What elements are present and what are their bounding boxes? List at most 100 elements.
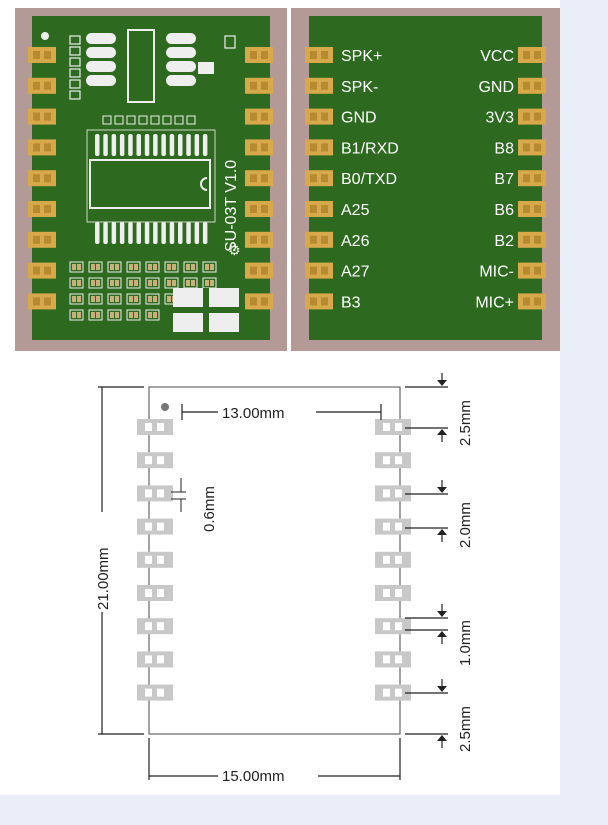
pad-right-6 bbox=[245, 201, 273, 217]
ic-notch bbox=[200, 177, 208, 191]
pad-right-2 bbox=[245, 77, 273, 94]
pad-right-4 bbox=[245, 139, 273, 156]
pad-right-3 bbox=[518, 108, 546, 125]
pad-right-2 bbox=[518, 77, 546, 94]
pad-right-6 bbox=[518, 201, 546, 217]
pin-label-right-7: B2 bbox=[494, 233, 514, 250]
pad-left-4 bbox=[305, 139, 333, 156]
pin-label-left-1: SPK+ bbox=[341, 48, 382, 65]
pad-right-8 bbox=[518, 262, 546, 279]
pad-left-9 bbox=[28, 293, 56, 310]
resistor-pill bbox=[86, 75, 116, 86]
pad-right-1 bbox=[518, 47, 546, 63]
outline-pad-right-8 bbox=[375, 651, 411, 668]
pin-label-right-6: B6 bbox=[494, 202, 514, 219]
outline-pad-right-3 bbox=[375, 485, 411, 502]
pin-label-right-8: MIC- bbox=[479, 264, 514, 281]
pin-label-right-9: MIC+ bbox=[475, 294, 514, 311]
outline-pin1-dot bbox=[161, 403, 169, 411]
pin-label-left-5: B0/TXD bbox=[341, 171, 397, 188]
pad-right-3 bbox=[245, 108, 273, 125]
outline-pad-right-1 bbox=[375, 419, 411, 435]
outline-pad-left-4 bbox=[137, 518, 173, 535]
pad-left-5 bbox=[28, 170, 56, 187]
pad-left-8 bbox=[305, 262, 333, 279]
pad-left-7 bbox=[28, 231, 56, 248]
pad-right-9 bbox=[245, 293, 273, 310]
outline-pad-left-1 bbox=[137, 419, 173, 435]
resistor-pill bbox=[166, 33, 196, 44]
ic-body bbox=[89, 159, 211, 209]
pad-left-1 bbox=[305, 47, 333, 63]
pad-left-7 bbox=[305, 231, 333, 248]
pin-label-left-4: B1/RXD bbox=[341, 140, 399, 157]
outline-pad-left-9 bbox=[137, 684, 173, 701]
pin-label-right-5: B7 bbox=[494, 171, 514, 188]
resistor-pill bbox=[166, 75, 196, 86]
pad-left-9 bbox=[305, 293, 333, 310]
pitch-width-label: 13.00mm bbox=[222, 405, 285, 422]
pad-left-2 bbox=[28, 77, 56, 94]
bottom-right-pads bbox=[518, 47, 546, 310]
pad-right-7 bbox=[245, 231, 273, 248]
resistor-pill bbox=[86, 33, 116, 44]
pin-label-right-4: B8 bbox=[494, 140, 514, 157]
pin-label-right-1: VCC bbox=[480, 48, 514, 65]
pad-right-5 bbox=[245, 170, 273, 187]
pcb-top-view: SU-03T V1.0 ⚙ bbox=[15, 8, 287, 351]
bottom-left-pads bbox=[305, 47, 333, 310]
ic-pins bbox=[95, 115, 208, 244]
pad-left-4 bbox=[28, 139, 56, 156]
outline-pad-left-6 bbox=[137, 585, 173, 601]
logo-icon: ⚙ bbox=[228, 243, 241, 259]
pad-gap-label: 0.6mm bbox=[201, 486, 218, 532]
top-margin-label: 2.5mm bbox=[457, 400, 474, 446]
pad-right-9 bbox=[518, 293, 546, 310]
outline-pad-left-2 bbox=[137, 452, 173, 469]
crystal-outline bbox=[127, 29, 155, 103]
outline-pad-right-6 bbox=[375, 585, 411, 601]
mic-pad-split-h bbox=[173, 307, 239, 313]
pad-left-6 bbox=[28, 201, 56, 217]
dimension-drawing: 13.00mm 21.00mm 15.00mm 0.6mm 2.5mm 2.0m… bbox=[92, 373, 474, 785]
top-right-pads bbox=[245, 47, 273, 310]
outline-left-pads bbox=[137, 419, 173, 701]
pin-label-right-2: GND bbox=[478, 79, 514, 96]
pitch-label: 2.0mm bbox=[457, 502, 474, 548]
pin-label-left-2: SPK- bbox=[341, 79, 378, 96]
pad-left-8 bbox=[28, 262, 56, 279]
ic-silk-box bbox=[86, 129, 216, 223]
resistor-pill bbox=[166, 61, 196, 72]
pad-left-5 bbox=[305, 170, 333, 187]
resistor-pill bbox=[86, 61, 116, 72]
height-label: 21.00mm bbox=[95, 547, 112, 610]
right-dimension-arrows bbox=[405, 373, 448, 748]
outline-pad-left-8 bbox=[137, 651, 173, 668]
pad-right-5 bbox=[518, 170, 546, 187]
outline-pad-left-5 bbox=[137, 551, 173, 568]
main-ic bbox=[86, 115, 216, 244]
pin-label-left-7: A26 bbox=[341, 233, 370, 250]
pad-left-2 bbox=[305, 77, 333, 94]
outline-pad-right-2 bbox=[375, 452, 411, 469]
pad-left-6 bbox=[305, 201, 333, 217]
width-label: 15.00mm bbox=[222, 768, 285, 785]
pcb-bottom-board bbox=[309, 16, 542, 340]
pin-label-right-3: 3V3 bbox=[486, 110, 515, 127]
pad-right-8 bbox=[245, 262, 273, 279]
outline-pad-right-7 bbox=[375, 618, 411, 635]
pin-label-left-6: A25 bbox=[341, 202, 370, 219]
silkscreen-label: SU-03T V1.0 bbox=[223, 160, 240, 252]
pin-label-left-9: B3 bbox=[341, 294, 361, 311]
pad-left-1 bbox=[28, 47, 56, 63]
outline-pad-right-5 bbox=[375, 551, 411, 568]
pad-left-3 bbox=[28, 108, 56, 125]
top-left-pads bbox=[28, 47, 56, 310]
pin-label-left-3: GND bbox=[341, 110, 377, 127]
resistor-array bbox=[69, 33, 236, 100]
outline-pad-left-7 bbox=[137, 618, 173, 635]
